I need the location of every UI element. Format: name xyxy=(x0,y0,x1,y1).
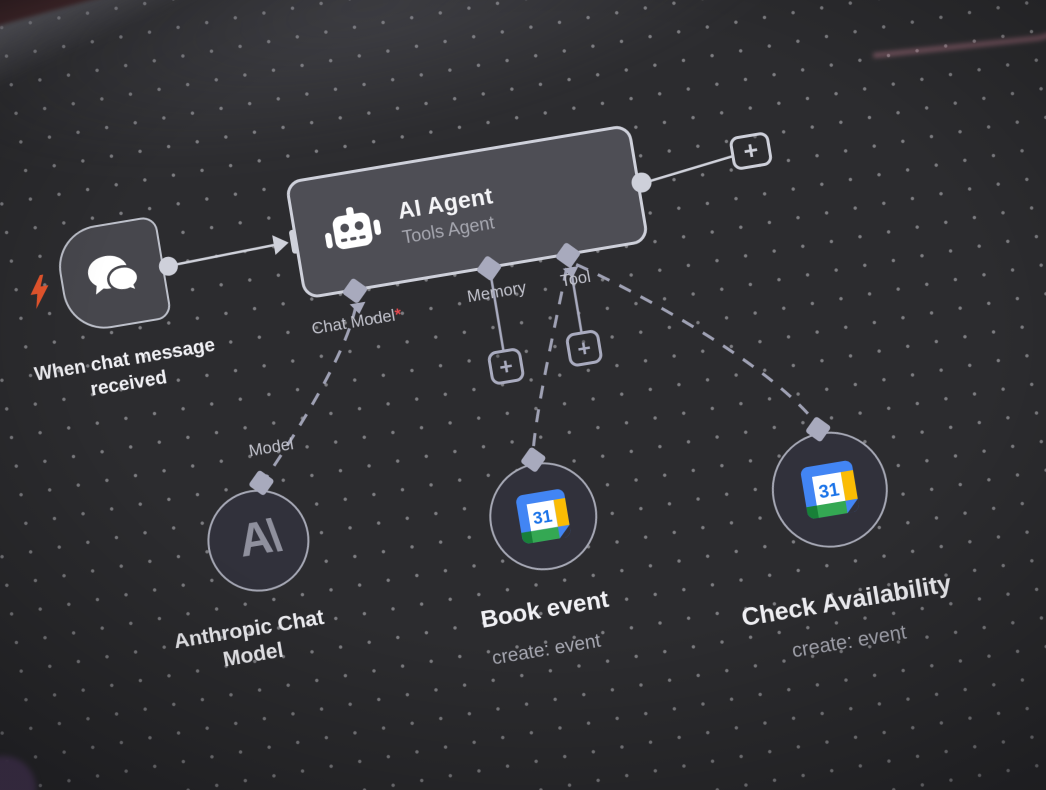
input-arrow-icon xyxy=(272,235,289,255)
google-calendar-icon: 31 xyxy=(515,488,572,545)
connection-tool-to-check-availability[interactable] xyxy=(575,230,815,454)
connection-trigger-to-agent[interactable] xyxy=(176,243,275,266)
memory-port-stub[interactable] xyxy=(489,277,505,351)
trigger-node-when-chat-message-received[interactable] xyxy=(52,215,173,335)
ai-agent-node[interactable]: AI Agent Tools Agent xyxy=(284,123,650,300)
plus-icon: + xyxy=(575,333,593,362)
chat-bubbles-icon xyxy=(88,255,140,295)
tool-port-stub[interactable] xyxy=(568,264,583,333)
book-event-node[interactable]: 31 xyxy=(481,454,606,579)
connection-chatmodel-to-anthropic[interactable] xyxy=(242,305,382,478)
plus-icon: + xyxy=(741,135,761,166)
check-availability-node[interactable]: 31 xyxy=(763,422,897,557)
lightning-icon xyxy=(30,274,49,310)
add-memory-button[interactable]: + xyxy=(486,346,526,386)
add-next-node-button[interactable]: + xyxy=(728,130,774,172)
add-tool-button[interactable]: + xyxy=(564,328,604,368)
calendar-day-text: 31 xyxy=(531,505,554,528)
calendar-day-text: 31 xyxy=(817,478,841,502)
google-calendar-icon: 31 xyxy=(799,459,860,520)
plus-icon: + xyxy=(497,351,515,380)
anthropic-logo-icon: A\ xyxy=(234,508,281,567)
robot-icon xyxy=(325,207,382,250)
connection-agent-to-plus[interactable] xyxy=(648,154,736,183)
